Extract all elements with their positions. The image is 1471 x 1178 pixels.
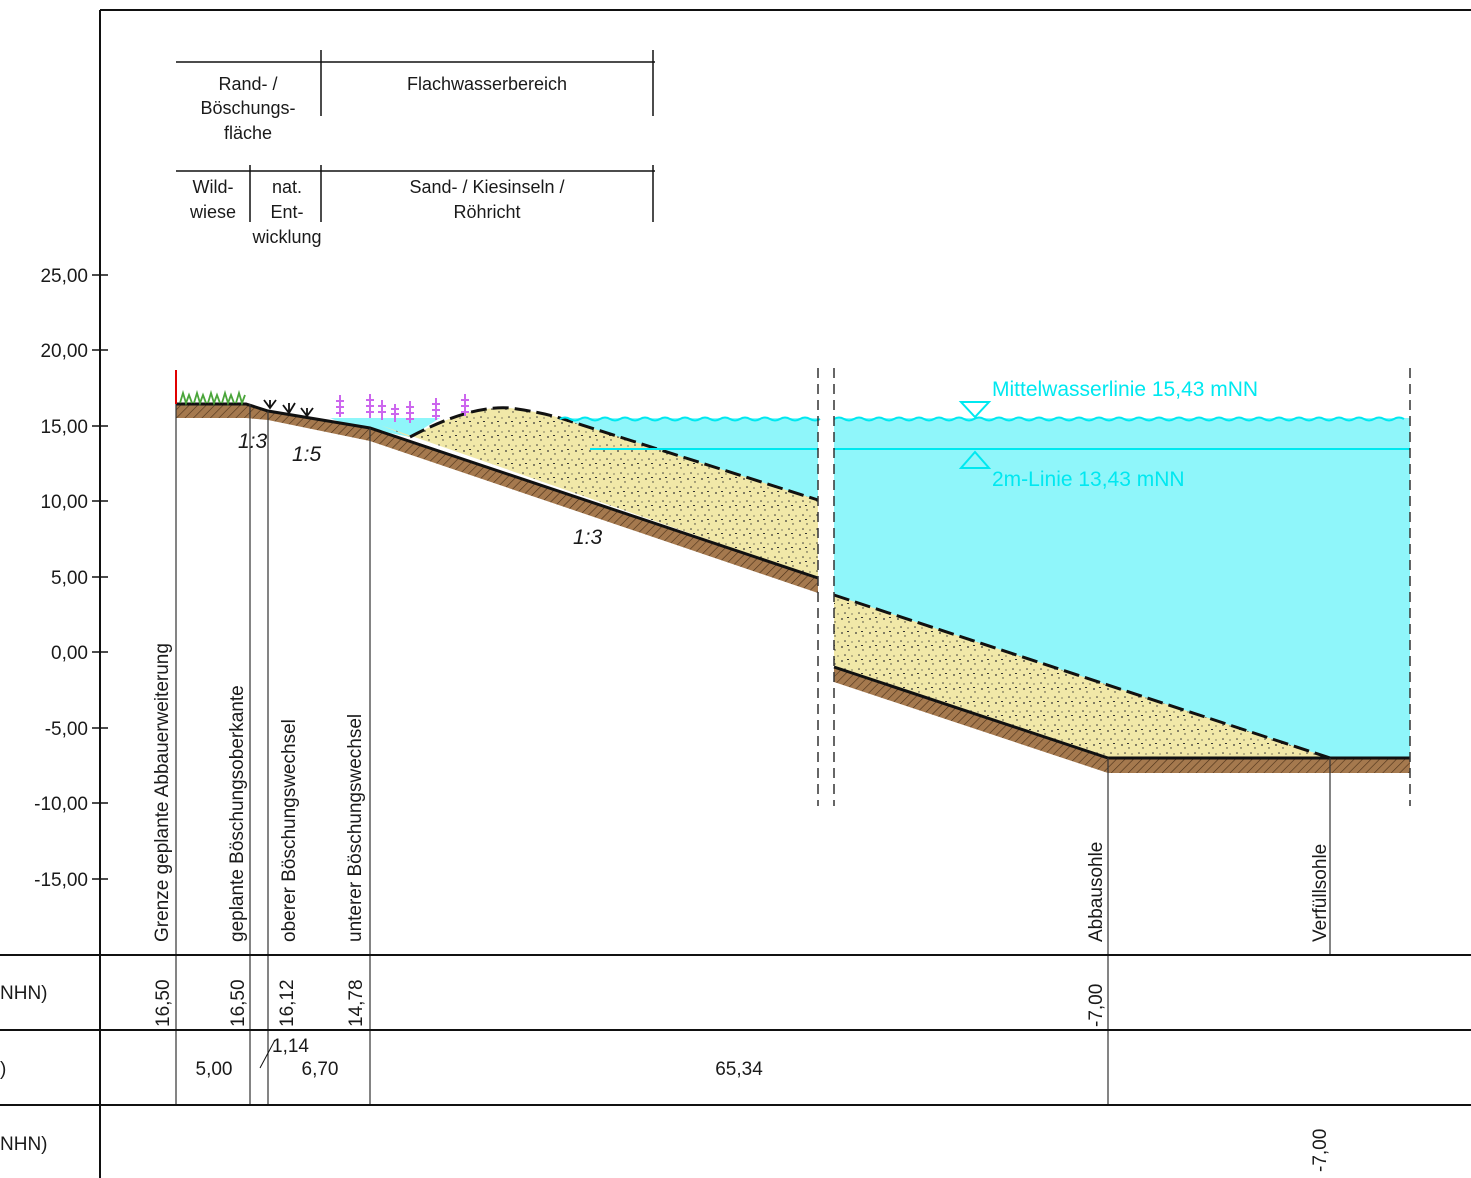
y-tick-label: 10,00 — [40, 492, 88, 513]
fill-right — [834, 595, 1330, 758]
header-nat-line2: Ent- — [270, 202, 303, 222]
header-wild-line2: wiese — [189, 202, 236, 222]
grass-icon — [179, 389, 246, 406]
y-tick-label: 20,00 — [40, 341, 88, 362]
bottom-table — [0, 954, 1471, 1106]
header-nat-line3: wicklung — [251, 227, 321, 247]
table-cell: 6,70 — [302, 1059, 339, 1080]
header-wild-line1: Wild- — [193, 177, 234, 197]
vertical-label-grenze: Grenze geplante Abbauerweiterung — [152, 643, 173, 942]
fill-island — [380, 407, 818, 578]
table-cell: 14,78 — [346, 979, 367, 1027]
water-body-right — [834, 418, 1410, 758]
vertical-label-abbausohle: Abbausohle — [1086, 842, 1107, 942]
vertical-label-oberer: oberer Böschungswechsel — [279, 719, 300, 942]
header-rand-line2: Böschungs- — [200, 98, 295, 118]
water-body-left — [330, 418, 440, 437]
mean-water-line — [559, 416, 1405, 422]
slope-label: 1:3 — [573, 526, 603, 549]
table-cell: -7,00 — [1086, 984, 1107, 1027]
soil-right — [834, 667, 1410, 773]
two-meter-label: 2m-Linie 13,43 mNN — [992, 468, 1185, 491]
vertical-label-oberkante: geplante Böschungsoberkante — [227, 685, 248, 942]
table-row2-label: ) — [0, 1059, 6, 1080]
y-tick-label: -10,00 — [34, 794, 88, 815]
reference-lines — [175, 404, 1331, 1105]
leader-line — [259, 1039, 276, 1069]
shrub-icon — [263, 399, 314, 418]
mean-water-label: Mittelwasserlinie 15,43 mNN — [992, 378, 1258, 401]
vertical-label-verfuellsohle: Verfüllsohle — [1310, 844, 1331, 942]
fill-surface-dashed — [409, 406, 819, 502]
header-sand-line2: Röhricht — [453, 202, 520, 222]
header-flachwasser: Flachwasserbereich — [407, 74, 567, 94]
table-row1-label: NHN) — [0, 983, 48, 1004]
table-cell: 16,12 — [277, 979, 298, 1027]
table-cell: 16,50 — [153, 979, 174, 1027]
table-row3-label: NHN) — [0, 1134, 48, 1155]
y-axis-ticks — [92, 274, 108, 880]
y-tick-label: 15,00 — [40, 417, 88, 438]
y-tick-label: 25,00 — [40, 266, 88, 287]
slope-label: 1:5 — [292, 443, 322, 466]
table-cell: 1,14 — [272, 1036, 309, 1057]
vertical-label-unterer: unterer Böschungswechsel — [345, 714, 366, 942]
header-rand-line3: fläche — [224, 123, 272, 143]
table-cell: 5,00 — [196, 1059, 233, 1080]
y-tick-label: -5,00 — [45, 719, 88, 740]
y-tick-label: 0,00 — [51, 643, 88, 664]
slope-label: 1:3 — [238, 430, 268, 453]
section-break-lines — [817, 368, 1411, 806]
y-tick-label: -15,00 — [34, 870, 88, 891]
y-tick-label: 5,00 — [51, 568, 88, 589]
header-nat-line1: nat. — [272, 177, 302, 197]
header-rand-line1: Rand- / — [218, 74, 277, 94]
header-table — [176, 50, 655, 222]
header-sand-line1: Sand- / Kiesinseln / — [409, 177, 564, 197]
two-meter-marker-icon — [958, 450, 992, 469]
reed-icon — [336, 394, 469, 423]
table-cell: -7,00 — [1310, 1129, 1331, 1172]
table-cell: 16,50 — [228, 979, 249, 1027]
mean-water-marker-icon — [958, 401, 992, 419]
table-cell: 65,34 — [715, 1059, 763, 1080]
